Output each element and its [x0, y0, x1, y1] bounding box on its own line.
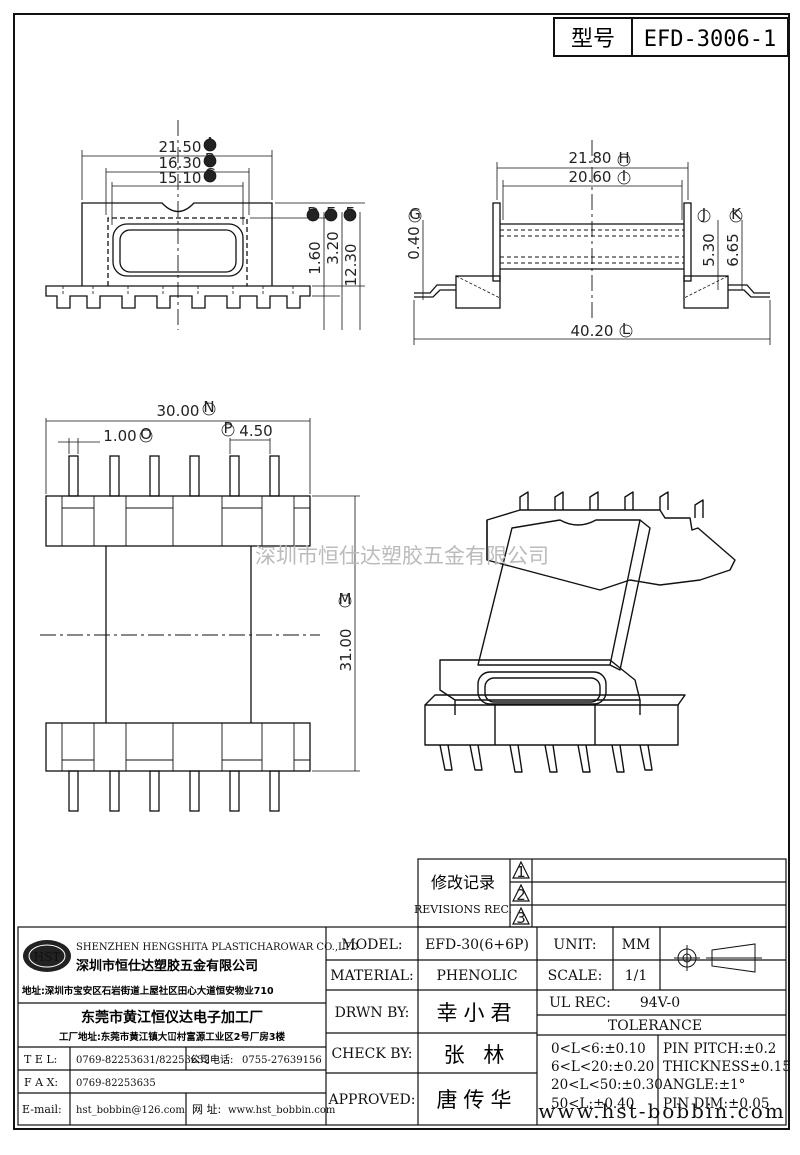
- ul-value: 94V-0: [640, 995, 680, 1011]
- marker-h: H: [618, 149, 629, 167]
- revisions-label-en: REVISIONS REC.: [414, 903, 512, 916]
- material-label: MATERIAL:: [330, 968, 413, 984]
- dim-b: 16.30: [159, 154, 202, 172]
- dim-n: 30.00: [157, 402, 200, 420]
- email-value: hst_bobbin@126.com: [76, 1105, 185, 1116]
- revisions-label-cn: 修改记录: [431, 873, 495, 892]
- dim-f: 12.30: [342, 244, 360, 287]
- bottom-view-dimensions: 30.00 1.00 4.50 31.00 N O P M: [103, 398, 355, 671]
- company-address: 地址:深圳市宝安区石岩街道上屋社区田心大道恒安物业710: [22, 985, 274, 997]
- marker-g: G: [409, 205, 421, 223]
- tol-right-3: ANGLE:±1°: [662, 1077, 745, 1093]
- web-value: www.hst_bobbin.com: [228, 1105, 336, 1116]
- marker-f: F: [346, 204, 355, 222]
- dim-h: 21.80: [569, 149, 612, 167]
- projection-symbol-icon: [674, 943, 762, 973]
- logo-text: HST: [34, 950, 61, 964]
- company-watermark: 深圳市恒仕达塑胶五金有限公司: [255, 544, 549, 568]
- approved-value: 唐传华: [437, 1088, 518, 1112]
- tol-right-4: PIN DIM:±0.05: [663, 1096, 769, 1112]
- revision-3: 3: [516, 909, 526, 927]
- dim-i: 20.60: [569, 168, 612, 186]
- revision-1: 1: [516, 863, 526, 881]
- dim-e: 3.20: [324, 231, 342, 264]
- front-view-dimensions: 21.50 16.30 15.10 1.60 3.20 12.30 A B C …: [159, 134, 360, 286]
- front-view: [45, 120, 365, 330]
- unit-value: MM: [622, 937, 651, 953]
- type-label: 型号: [571, 27, 615, 52]
- dim-k: 6.65: [724, 233, 742, 266]
- marker-l: L: [622, 320, 631, 338]
- marker-a: A: [205, 134, 216, 152]
- approved-label: APPROVED:: [328, 1092, 416, 1108]
- factory-name: 东莞市黄江恒仪达电子加工厂: [81, 1009, 263, 1026]
- dim-c: 15.10: [159, 169, 202, 187]
- title-block-grid: [17, 926, 787, 1126]
- dim-l: 40.20: [571, 322, 614, 340]
- scale-value: 1/1: [625, 968, 648, 984]
- company-phone-value: 0755-27639156: [242, 1055, 322, 1066]
- sheet-border: [13, 13, 790, 1130]
- drawn-value: 幸小君: [437, 1001, 518, 1025]
- email-label: E-mail:: [22, 1103, 62, 1116]
- marker-b: B: [205, 150, 215, 168]
- ul-label: UL REC:: [549, 995, 611, 1011]
- tol-left-4: 50<L:±0.40: [551, 1096, 634, 1112]
- fax-value: 0769-82253635: [76, 1078, 156, 1089]
- revision-2: 2: [516, 886, 526, 904]
- fax-label: F A X:: [24, 1076, 58, 1089]
- website-watermark: www.hst-bobbin.com: [538, 1099, 786, 1123]
- tol-left-1: 0<L<6:±0.10: [551, 1041, 646, 1057]
- marker-k: K: [731, 205, 742, 223]
- marker-p: P: [223, 419, 232, 437]
- dim-d: 1.60: [306, 241, 324, 274]
- tel-label: T E L:: [24, 1053, 57, 1066]
- part-number: EFD-3006-1: [644, 27, 776, 52]
- dim-p: 4.50: [239, 422, 272, 440]
- bottom-view: [40, 418, 360, 812]
- company-name-cn: 深圳市恒仕达塑胶五金有限公司: [76, 958, 258, 974]
- check-label: CHECK BY:: [331, 1046, 412, 1062]
- marker-o: O: [140, 425, 152, 443]
- marker-i: I: [622, 167, 626, 185]
- dim-a: 21.50: [159, 138, 202, 156]
- company-name-en: SHENZHEN HENGSHITA PLASTICHAROWAR CO.,LT…: [76, 942, 359, 953]
- model-value: EFD-30(6+6P): [425, 937, 529, 953]
- company-phone-label: 公司电话:: [190, 1053, 233, 1066]
- dim-o: 1.00: [103, 427, 136, 445]
- marker-n: N: [203, 398, 214, 416]
- dim-m: 31.00: [337, 629, 355, 672]
- dim-g: 0.40: [405, 226, 423, 259]
- isometric-view: [424, 491, 736, 773]
- marker-j: J: [701, 205, 706, 223]
- model-label: MODEL:: [341, 937, 402, 953]
- tol-right-2: THICKNESS±0.15: [663, 1059, 791, 1075]
- title-header: 型号 EFD-3006-1: [553, 17, 789, 57]
- dim-j: 5.30: [700, 233, 718, 266]
- tel-value: 0769-82253631/82253632: [76, 1055, 210, 1066]
- side-view-dimensions: 21.80 20.60 0.40 5.30 6.65 40.20 H I G J…: [405, 149, 743, 340]
- marker-m: M: [339, 590, 352, 608]
- unit-label: UNIT:: [553, 937, 596, 953]
- tolerance-label: TOLERANCE: [608, 1018, 702, 1034]
- factory-address: 工厂地址:东莞市黄江镇大冚村富源工业区2号厂房3楼: [59, 1031, 286, 1043]
- marker-d: D: [307, 204, 319, 222]
- scale-label: SCALE:: [548, 968, 603, 984]
- revisions-block: [417, 858, 787, 928]
- check-value: 张 林: [444, 1043, 511, 1067]
- tol-right-1: PIN PITCH:±0.2: [663, 1041, 776, 1057]
- tol-left-3: 20<L<50:±0.30: [551, 1077, 663, 1093]
- side-view: [413, 140, 771, 345]
- marker-c: C: [205, 165, 215, 183]
- marker-e: E: [326, 204, 335, 222]
- drawn-label: DRWN BY:: [335, 1005, 410, 1021]
- tol-left-2: 6<L<20:±0.20: [551, 1059, 654, 1075]
- company-logo: HST: [23, 940, 71, 972]
- web-label: 网 址:: [192, 1102, 221, 1116]
- material-value: PHENOLIC: [436, 968, 517, 984]
